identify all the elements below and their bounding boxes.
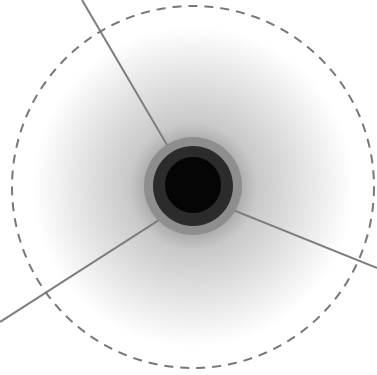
core-circle bbox=[165, 157, 221, 213]
